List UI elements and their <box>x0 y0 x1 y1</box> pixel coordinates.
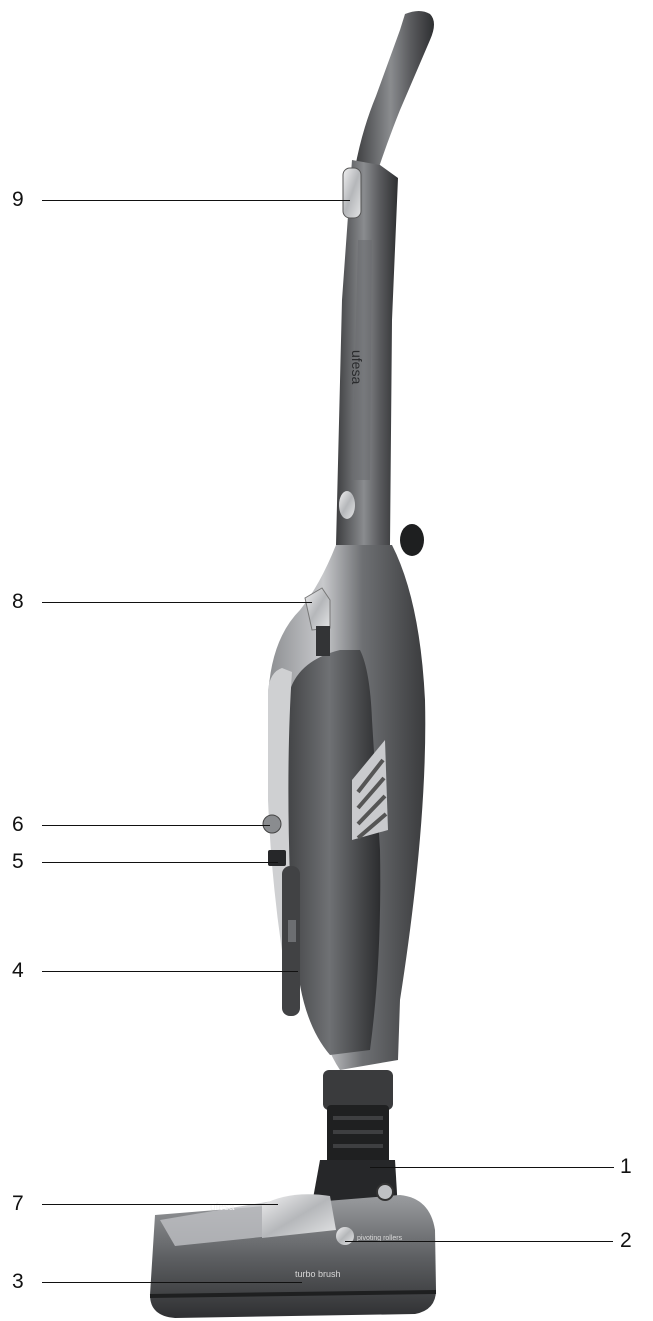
callout-6: 6 <box>12 814 24 835</box>
turbo-brush-text: turbo brush <box>295 1269 341 1279</box>
turbo-button-6 <box>263 815 281 833</box>
callout-8: 8 <box>12 591 24 612</box>
leader-line-7 <box>42 1204 278 1205</box>
leader-line-6 <box>42 825 270 826</box>
callout-4: 4 <box>12 960 24 981</box>
handle-brand-text: ufesa <box>349 350 365 384</box>
leader-line-9 <box>42 200 350 201</box>
leader-line-3 <box>42 1282 302 1283</box>
leader-line-8 <box>42 602 312 603</box>
power-switch-9 <box>343 168 361 218</box>
callout-7: 7 <box>12 1193 24 1214</box>
pivot-joint <box>377 1184 393 1200</box>
callout-3: 3 <box>12 1271 24 1292</box>
brush-release-2 <box>336 1227 354 1245</box>
callout-1: 1 <box>620 1156 632 1177</box>
main-wand: ufesa <box>336 160 398 545</box>
leader-line-5 <box>42 862 278 863</box>
wall-mount-knob <box>400 524 424 556</box>
power-button-5 <box>268 850 286 866</box>
handle-grip <box>355 11 434 170</box>
callout-2: 2 <box>620 1230 632 1251</box>
leader-line-2 <box>345 1241 613 1242</box>
leader-line-1 <box>370 1167 614 1168</box>
handheld-unit <box>268 545 425 1070</box>
wand-release-button <box>339 491 355 519</box>
leader-line-4 <box>42 971 298 972</box>
callout-9: 9 <box>12 189 24 210</box>
callout-5: 5 <box>12 851 24 872</box>
